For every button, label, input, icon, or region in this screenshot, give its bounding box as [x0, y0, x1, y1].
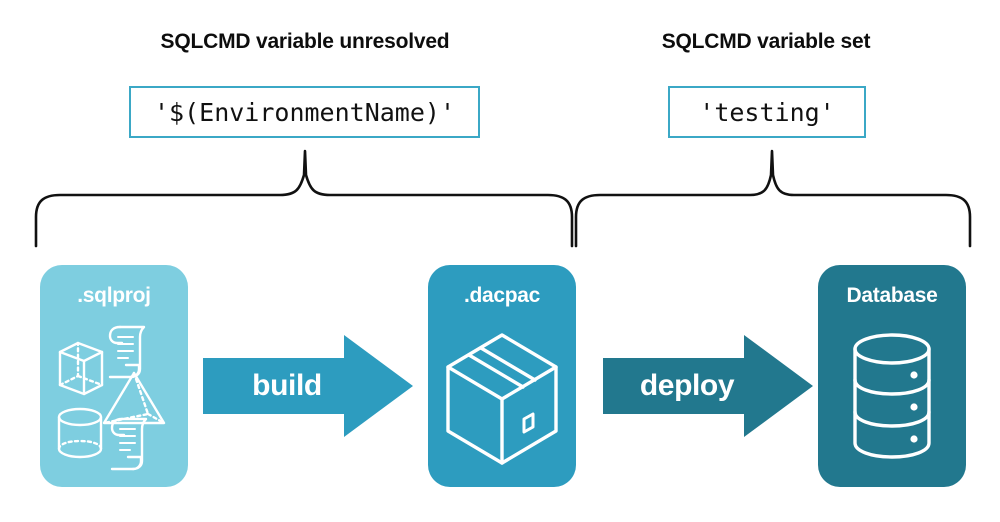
package-box-icon	[446, 333, 558, 465]
card-database-label: Database	[846, 284, 938, 307]
card-dacpac-label: .dacpac	[463, 284, 541, 307]
sqlproj-contents-icons	[57, 325, 166, 471]
pyramid-icon	[102, 371, 166, 425]
brace-deploy-scope-icon	[574, 149, 972, 248]
database-cylinder-icon	[853, 333, 931, 459]
card-database[interactable]: Database	[818, 265, 966, 487]
cylinder-icon	[57, 407, 103, 459]
scroll-icon	[110, 417, 148, 471]
arrow-right-icon	[603, 335, 813, 437]
card-dacpac[interactable]: .dacpac	[428, 265, 576, 487]
card-sqlproj[interactable]: .sqlproj	[40, 265, 188, 487]
code-box-testing: 'testing'	[668, 86, 866, 138]
code-box-environment-name: '$(EnvironmentName)'	[129, 86, 480, 138]
scroll-icon	[108, 325, 146, 379]
arrow-build: build	[203, 331, 413, 441]
brace-build-scope-icon	[34, 149, 574, 248]
arrow-deploy: deploy	[603, 331, 813, 441]
card-sqlproj-label: .sqlproj	[77, 284, 151, 307]
heading-sqlcmd-variable-unresolved: SQLCMD variable unresolved	[160, 30, 450, 53]
heading-sqlcmd-variable-set: SQLCMD variable set	[661, 30, 871, 53]
database-status-dots	[910, 371, 918, 443]
arrow-right-icon	[203, 335, 413, 437]
cube-icon	[58, 341, 104, 396]
